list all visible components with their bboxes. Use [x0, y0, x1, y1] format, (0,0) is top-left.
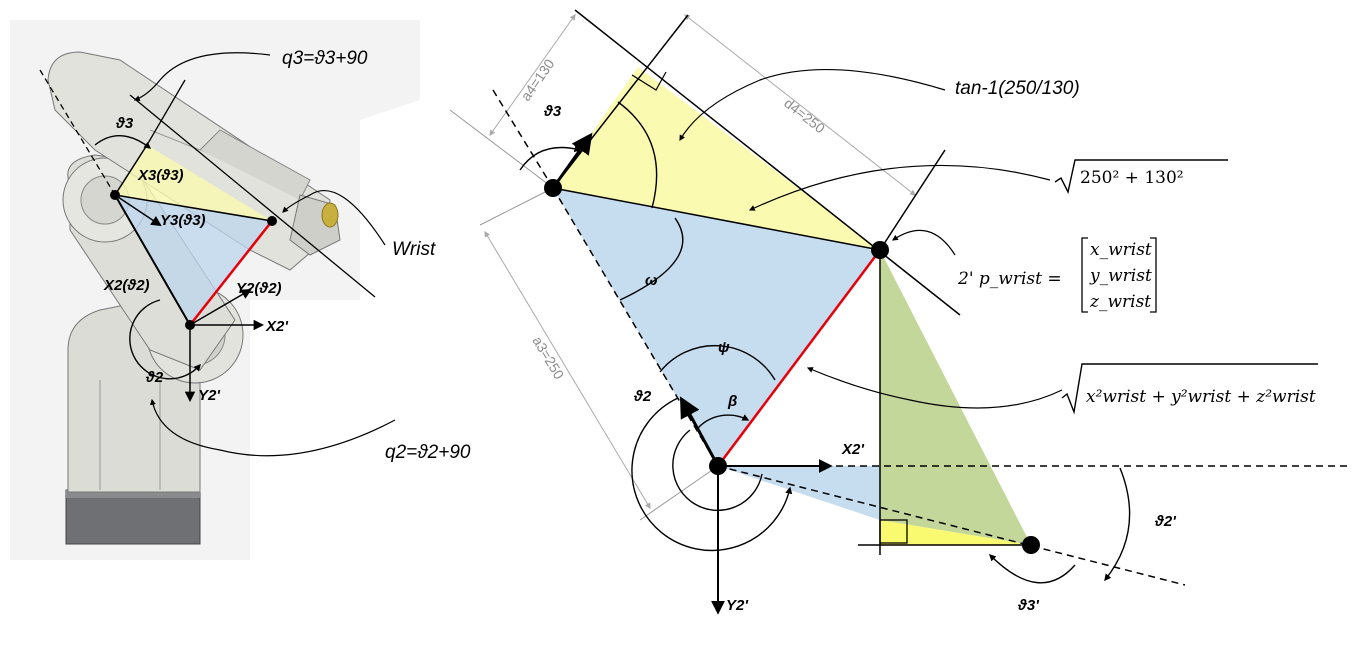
- omega-label: ω: [645, 272, 658, 289]
- left-theta2-label: ϑ2: [145, 369, 164, 386]
- y2p-label: Y2': [726, 597, 748, 614]
- left-wrist-point: [267, 216, 277, 226]
- sqrt-wrist-norm: x²wrist + y²wrist + z²wrist: [1061, 363, 1318, 415]
- blue-lower-wedge: [718, 466, 880, 520]
- red-wrist-line: [717, 249, 881, 467]
- left-theta3-label: ϑ3: [115, 115, 134, 132]
- q3-label: q3=ϑ3+90: [282, 48, 368, 69]
- sqrt-250-130: 250² + 130²: [1054, 159, 1228, 195]
- wrist-point: [871, 241, 889, 259]
- x3-label: X3(ϑ3): [137, 167, 184, 184]
- yw-text: y_wrist: [1089, 266, 1152, 286]
- left-blue-triangle: [115, 195, 272, 325]
- theta2p-label: ϑ2': [1154, 513, 1176, 530]
- left-elbow-point: [110, 190, 120, 200]
- elbow-point: [544, 179, 562, 197]
- end-point: [1022, 536, 1040, 554]
- a4-label: a4=130: [517, 56, 557, 104]
- y2-label: Y2(ϑ2): [236, 280, 282, 297]
- wrist-vector: 2' p_wrist = x_wrist y_wrist z_wrist: [957, 237, 1157, 313]
- atan-label: tan-1(250/130): [955, 78, 1080, 99]
- theta3-label: ϑ3: [543, 103, 562, 120]
- left-x2p-label: X2': [265, 318, 288, 335]
- x2p-label: X2': [841, 441, 864, 458]
- geometry-diagram: a4=130 d4=250 a3=250 ϑ3 ω ψ β ϑ2 X2' Y2'…: [449, 9, 1350, 615]
- left-shoulder-point: [185, 320, 195, 330]
- theta3p-label: ϑ3': [1017, 597, 1039, 614]
- vector-lhs: 2' p_wrist =: [957, 269, 1062, 289]
- theta2-label: ϑ2: [633, 388, 652, 405]
- wrist-label: Wrist: [392, 239, 436, 260]
- a3-label: a3=250: [529, 333, 567, 382]
- robot-illustration: q3=ϑ3+90 Wrist q2=ϑ2+90 ϑ3 X3(ϑ3) Y3(ϑ3)…: [10, 20, 471, 560]
- sqrt1-text: 250² + 130²: [1080, 168, 1184, 188]
- xw-text: x_wrist: [1090, 240, 1152, 260]
- green-triangle: [880, 250, 1031, 545]
- robot-base: [65, 489, 201, 545]
- d4-label: d4=250: [781, 95, 828, 137]
- x2-label: X2(ϑ2): [103, 277, 150, 294]
- yellow-bottom-triangle: [880, 520, 1031, 545]
- shoulder-point: [709, 457, 727, 475]
- q2-label: q2=ϑ2+90: [385, 442, 471, 463]
- left-red-line: [189, 220, 273, 326]
- sqrt2-text: x²wrist + y²wrist + z²wrist: [1086, 387, 1316, 407]
- y3-label: Y3(ϑ3): [160, 212, 206, 229]
- left-y2p-label: Y2': [198, 387, 220, 404]
- left-yellow-triangle: [115, 145, 272, 221]
- psi-label: ψ: [718, 339, 730, 356]
- beta-label: β: [727, 393, 737, 410]
- zw-text: z_wrist: [1089, 292, 1151, 312]
